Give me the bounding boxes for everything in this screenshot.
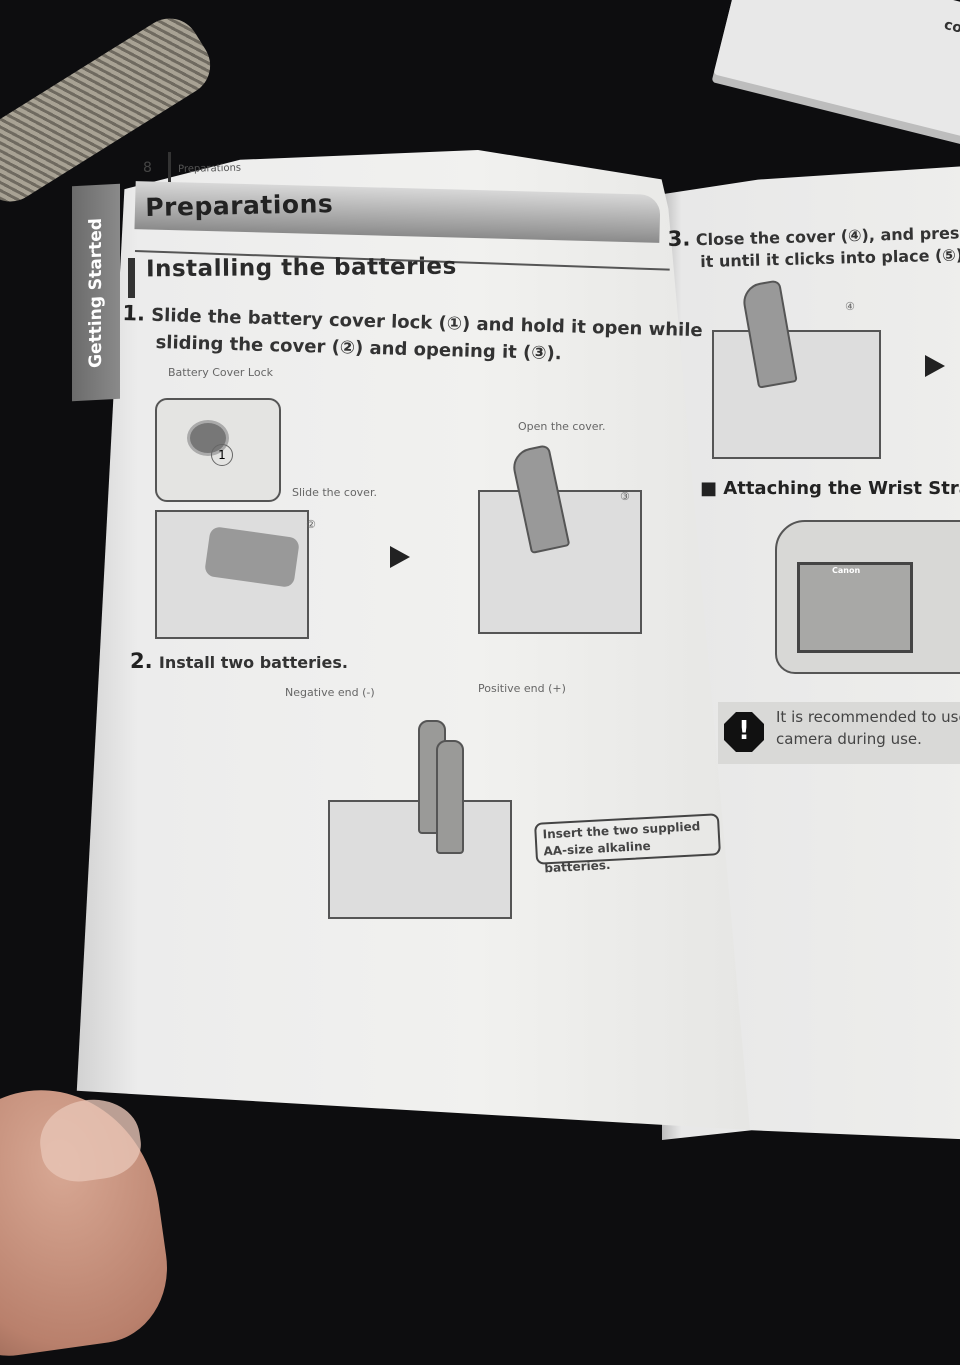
step-2: 2. Install two batteries.: [130, 648, 348, 676]
note-text: It is recommended to use camera during u…: [776, 706, 960, 750]
step-number: 2.: [130, 649, 153, 673]
background-booklet: con: [713, 0, 960, 142]
arrow-right-icon: [925, 355, 945, 377]
step-text: it until it clicks into place (⑤).: [700, 245, 960, 272]
camera-brand: Canon: [832, 566, 861, 575]
step-number: 1.: [122, 301, 146, 326]
caution-icon: !: [724, 712, 764, 752]
step-number: 3.: [667, 226, 691, 251]
section-title: Installing the batteries: [145, 253, 457, 283]
label-positive-end: Positive end (+): [478, 682, 566, 695]
battery-lock-detail-figure: 1: [155, 398, 281, 502]
close-cover-figure: [712, 279, 881, 459]
slide-cover-figure: [155, 510, 309, 639]
marker-3: ③: [620, 490, 630, 503]
label-negative-end: Negative end (-): [285, 686, 375, 699]
label-battery-cover-lock: Battery Cover Lock: [168, 366, 273, 379]
side-tab: Getting Started: [72, 183, 120, 402]
page-number: 8: [143, 160, 152, 176]
marker-2: ②: [306, 518, 316, 531]
arrow-right-icon: [390, 546, 410, 568]
step-text: Install two batteries.: [158, 653, 348, 672]
marker-4: ④: [845, 300, 855, 313]
side-tab-label: Getting Started: [86, 217, 106, 368]
marker-1: 1: [211, 444, 233, 466]
running-header: Preparations: [178, 162, 242, 175]
section-wrist-strap: ■ Attaching the Wrist Strap: [700, 478, 960, 499]
section-marker: [128, 258, 135, 298]
booklet-text: con: [942, 16, 960, 40]
label-open-the-cover: Open the cover.: [518, 420, 606, 433]
left-page: [76, 150, 750, 1130]
step-3: 3. Close the cover (④), and press it unt…: [667, 220, 960, 274]
battery-icon: [436, 740, 464, 854]
label-slide-the-cover: Slide the cover.: [292, 486, 377, 499]
page-title: Preparations: [145, 189, 334, 222]
header-divider: [168, 152, 171, 194]
step-text: Close the cover (④), and press: [695, 223, 960, 250]
camera-back-figure: Canon: [775, 520, 960, 674]
note-line: camera during use.: [776, 730, 922, 748]
note-line: It is recommended to use: [776, 708, 960, 726]
open-cover-figure: [478, 443, 642, 634]
battery-cover-shape: [203, 525, 301, 589]
section-title: Attaching the Wrist Strap: [723, 478, 960, 499]
camera-lcd: [797, 562, 913, 653]
